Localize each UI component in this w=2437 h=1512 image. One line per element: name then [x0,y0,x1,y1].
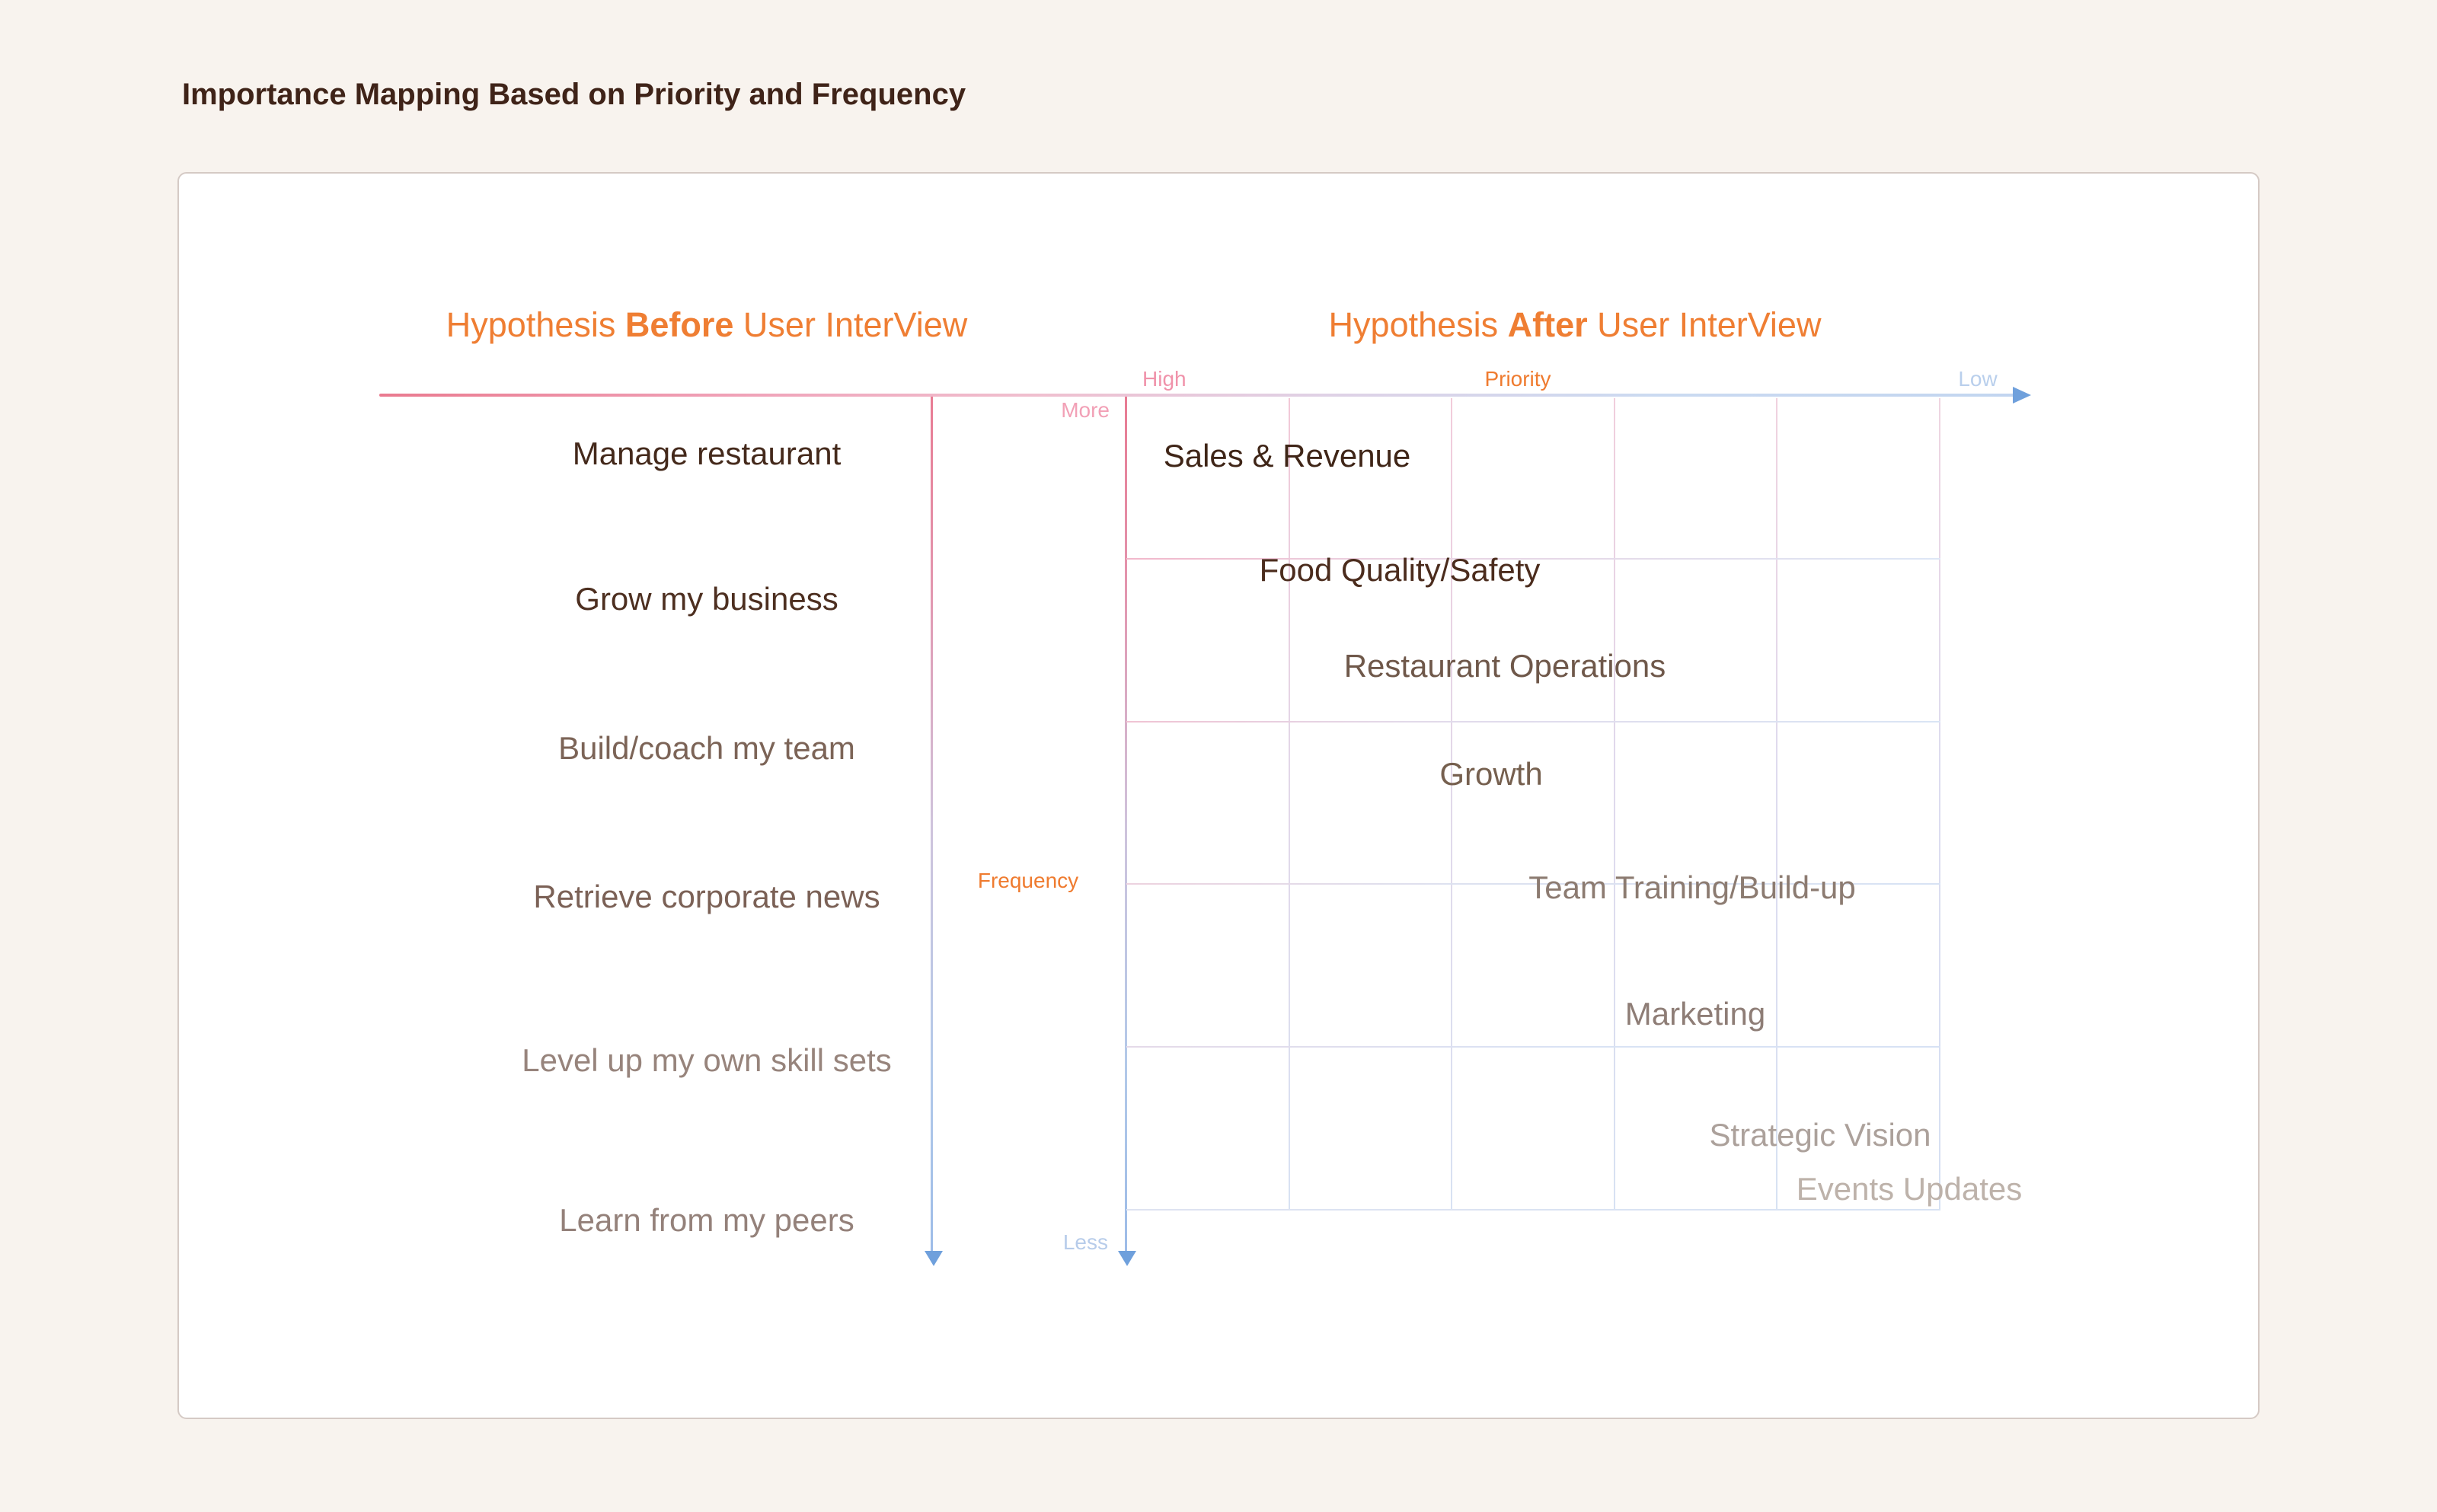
grid-horizontal-line [1126,558,1940,560]
before-item-grow-my-business: Grow my business [575,581,838,617]
heading-before-post: User InterView [733,305,968,344]
priority-axis-line [379,394,2018,397]
mapping-canvas-card: Hypothesis Before User InterView Hypothe… [177,172,2260,1419]
after-item-events-updates: Events Updates [1796,1171,2023,1207]
after-item-growth: Growth [1439,756,1543,792]
grid-vertical-line [1289,398,1290,1211]
frequency-axis-line-left [931,397,933,1252]
grid-vertical-line [1614,398,1615,1211]
grid-vertical-line [1776,398,1777,1211]
grid-horizontal-line [1126,721,1940,723]
heading-after-bold-word: After [1507,305,1588,344]
heading-after-post: User InterView [1587,305,1822,344]
grid-vertical-line [1939,398,1940,1211]
grid-horizontal-line [1126,883,1940,885]
heading-before-pre: Hypothesis [446,305,625,344]
arrow-down-icon [925,1251,943,1266]
after-item-team-training-build-up: Team Training/Build-up [1528,869,1856,905]
heading-hypothesis-before: Hypothesis Before User InterView [446,305,967,345]
priority-axis-label: Priority [1484,367,1551,391]
before-item-build-coach-my-team: Build/coach my team [558,730,855,766]
heading-before-bold-word: Before [624,305,734,344]
frequency-axis-line-right [1125,397,1127,1252]
heading-hypothesis-after: Hypothesis After User InterView [1329,305,1822,345]
grid-vertical-line [1451,398,1452,1211]
priority-axis-high-label: High [1142,367,1187,391]
after-item-marketing: Marketing [1624,996,1766,1032]
frequency-axis-less-label: Less [1062,1230,1108,1254]
grid-horizontal-line [1126,1209,1940,1211]
before-item-level-up-my-own-skill-sets: Level up my own skill sets [522,1042,892,1078]
frequency-axis-label: Frequency [977,869,1079,892]
arrow-right-icon [2013,387,2031,404]
page-title: Importance Mapping Based on Priority and… [182,78,966,111]
after-item-sales-revenue: Sales & Revenue [1163,438,1411,474]
after-item-strategic-vision: Strategic Vision [1709,1117,1931,1153]
arrow-down-icon [1118,1251,1136,1266]
priority-axis-low-label: Low [1958,367,1998,391]
before-item-learn-from-my-peers: Learn from my peers [559,1202,854,1238]
before-item-retrieve-corporate-news: Retrieve corporate news [533,879,880,914]
before-item-manage-restaurant: Manage restaurant [572,435,842,471]
grid-horizontal-line [1126,1046,1940,1048]
after-item-food-quality-safety: Food Quality/Safety [1259,552,1541,588]
frequency-axis-more-label: More [1061,398,1110,422]
after-item-restaurant-operations: Restaurant Operations [1343,648,1666,684]
heading-after-pre: Hypothesis [1328,305,1508,344]
